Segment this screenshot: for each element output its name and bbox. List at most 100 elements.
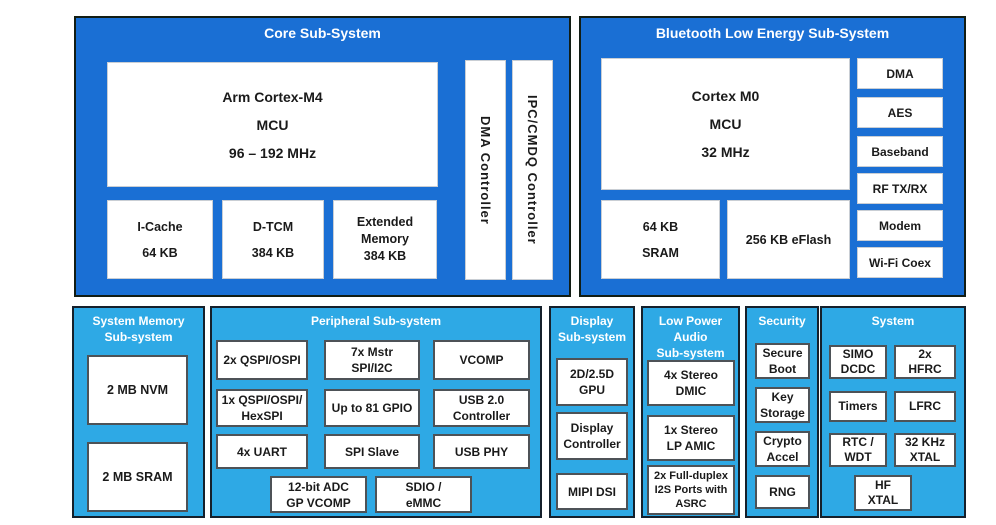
block-aes: AES xyxy=(857,97,943,128)
title-line: Sub-system xyxy=(104,330,173,344)
block-4x-uart: 4x UART xyxy=(216,434,308,469)
block-text: SRAM xyxy=(642,245,679,260)
block-text: Key xyxy=(771,390,794,404)
peripheral-section: Peripheral Sub-system 2x QSPI/OSPI 7x Ms… xyxy=(210,306,542,518)
block-timers: Timers xyxy=(829,391,887,422)
peripheral-title: Peripheral Sub-system xyxy=(310,314,442,328)
block-text: WDT xyxy=(844,450,872,464)
block-text: AES xyxy=(887,105,913,120)
block-i-cache: I-Cache 64 KB xyxy=(107,200,213,279)
block-usb-2-controller: USB 2.0 Controller xyxy=(433,389,530,427)
block-text: I2S Ports with xyxy=(654,484,728,496)
system-memory-title: System Memory Sub-system xyxy=(74,313,203,345)
block-text: Crypto xyxy=(763,434,802,448)
title-line: Audio xyxy=(673,330,708,344)
block-text: HF xyxy=(875,478,891,492)
block-text: 96 – 192 MHz xyxy=(228,144,317,161)
block-text: DCDC xyxy=(840,362,876,376)
title-line: Sub-system xyxy=(557,330,627,344)
block-text: MIPI DSI xyxy=(567,484,616,499)
block-text-vertical: IPC/CMDQ Controller xyxy=(525,95,540,245)
block-text: RNG xyxy=(769,485,796,499)
block-text: 1x QSPI/OSPI/ xyxy=(221,393,303,407)
system-section: System SIMO DCDC 2x HFRC Timers LFRC RTC… xyxy=(820,306,966,518)
block-2x-qspi-ospi: 2x QSPI/OSPI xyxy=(216,340,308,380)
block-7x-mstr-spi-i2c: 7x Mstr SPI/I2C xyxy=(324,340,420,380)
system-memory-section: System Memory Sub-system 2 MB NVM 2 MB S… xyxy=(72,306,205,518)
ble-subsystem-title: Bluetooth Low Energy Sub-System xyxy=(655,25,890,41)
block-dma: DMA xyxy=(857,58,943,89)
block-extended-memory: Extended Memory 384 KB xyxy=(333,200,437,279)
block-text: 1x Stereo xyxy=(663,423,719,437)
block-text: 12-bit ADC xyxy=(288,479,349,494)
block-key-storage: Key Storage xyxy=(755,387,810,423)
system-title: System xyxy=(871,314,915,328)
block-text: USB PHY xyxy=(454,444,509,459)
block-64kb-sram: 64 KB SRAM xyxy=(601,200,720,279)
block-text: Modem xyxy=(879,218,921,233)
block-text: Accel xyxy=(766,450,799,464)
block-rtc-wdt: RTC / WDT xyxy=(829,433,887,467)
block-text: DMA xyxy=(886,66,914,81)
block-text: DMIC xyxy=(675,384,707,398)
block-d-tcm: D-TCM 384 KB xyxy=(222,200,324,279)
block-text: 32 MHz xyxy=(701,144,750,160)
block-text: GP VCOMP xyxy=(286,495,351,510)
block-text-vertical: DMA Controller xyxy=(478,115,493,225)
block-crypto-accel: Crypto Accel xyxy=(755,431,810,467)
block-text: HFRC xyxy=(908,362,942,376)
block-text: Boot xyxy=(768,362,797,376)
block-1x-qspi-ospi-hexspi: 1x QSPI/OSPI/ HexSPI xyxy=(216,389,308,427)
block-display-controller: Display Controller xyxy=(556,412,628,460)
block-text: Cortex M0 xyxy=(691,88,760,104)
security-section: Security Secure Boot Key Storage Crypto … xyxy=(745,306,819,518)
block-text: 4x Stereo xyxy=(663,368,719,382)
block-text: Extended xyxy=(356,215,414,229)
block-lfrc: LFRC xyxy=(894,391,956,422)
block-2mb-nvm: 2 MB NVM xyxy=(87,355,188,425)
block-text: Memory xyxy=(361,232,409,246)
block-text: 384 KB xyxy=(363,249,407,263)
block-baseband: Baseband xyxy=(857,136,943,167)
block-text: Up to 81 GPIO xyxy=(331,401,413,415)
block-text: Timers xyxy=(838,399,878,413)
block-hf-xtal: HF XTAL xyxy=(854,475,912,511)
block-text: Controller xyxy=(563,437,621,451)
audio-title: Low Power Audio Sub-system xyxy=(643,313,738,361)
block-sdio-emmc: SDIO / eMMC xyxy=(375,476,472,513)
display-title: Display Sub-system xyxy=(551,313,633,345)
block-2x-i2s-asrc: 2x Full-duplex I2S Ports with ASRC xyxy=(647,465,735,515)
block-rng: RNG xyxy=(755,475,810,509)
block-text: Wi-Fi Coex xyxy=(869,255,931,270)
block-up-to-81-gpio: Up to 81 GPIO xyxy=(324,389,420,427)
block-text: 2x xyxy=(918,347,932,361)
block-12bit-adc-gp-vcomp: 12-bit ADC GP VCOMP xyxy=(270,476,367,513)
security-title: Security xyxy=(758,314,806,328)
title-line: System Memory xyxy=(92,314,185,328)
title-line: Low Power xyxy=(658,314,723,328)
block-text: 2x Full-duplex xyxy=(654,470,728,482)
block-text: SPI/I2C xyxy=(351,361,393,375)
block-text: 2x QSPI/OSPI xyxy=(223,353,301,367)
block-text: 2D/2.5D xyxy=(569,367,615,381)
block-text: RF TX/RX xyxy=(872,181,928,196)
block-text: SIMO xyxy=(842,347,874,361)
block-text: MCU xyxy=(709,116,742,132)
block-text: 256 KB eFlash xyxy=(745,232,832,247)
block-2x-hfrc: 2x HFRC xyxy=(894,345,956,379)
title-line: Sub-system xyxy=(656,346,725,360)
block-text: LFRC xyxy=(909,399,941,413)
block-secure-boot: Secure Boot xyxy=(755,343,810,379)
block-text: 2 MB SRAM xyxy=(102,470,173,484)
block-text: Display xyxy=(570,421,614,435)
block-text: ASRC xyxy=(675,498,707,510)
block-256kb-eflash: 256 KB eFlash xyxy=(727,200,850,279)
block-text: VCOMP xyxy=(459,353,504,367)
block-text: D-TCM xyxy=(252,219,294,234)
block-text: MCU xyxy=(256,116,289,133)
block-text: 64 KB xyxy=(142,245,178,260)
ble-subsystem-section: Bluetooth Low Energy Sub-System Cortex M… xyxy=(579,16,966,297)
block-ipc-cmdq-controller: IPC/CMDQ Controller xyxy=(512,60,553,280)
block-text: GPU xyxy=(578,383,605,397)
